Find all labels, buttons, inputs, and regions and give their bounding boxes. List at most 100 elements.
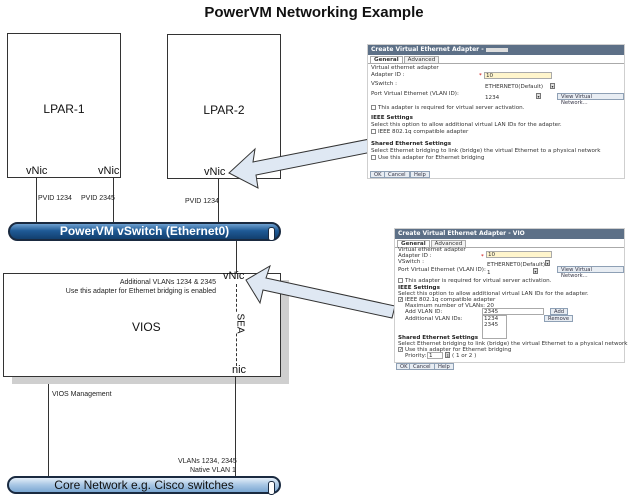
vios-management-link	[48, 384, 49, 477]
required-mark: *	[479, 73, 482, 79]
cancel-button[interactable]: Cancel	[409, 363, 435, 370]
shared-desc: Select Ethernet bridging to link (bridge…	[398, 341, 628, 347]
priority-range: ( 1 or 2 )	[452, 353, 477, 359]
vswitch-to-vios-link	[236, 241, 237, 273]
port-vlan-dropdown-icon[interactable]: ▾	[536, 93, 541, 99]
vswitch-dropdown-icon[interactable]: ▾	[545, 260, 550, 266]
vlan-list-item[interactable]: 1234	[484, 316, 499, 322]
bridge-checkbox-label: Use this adapter for Ethernet bridging	[378, 155, 485, 161]
vswitch-pipe: PowerVM vSwitch (Ethernet0)	[8, 222, 281, 241]
vios-label: VIOS	[132, 320, 161, 334]
vswitch-dropdown-icon[interactable]: ▾	[550, 83, 555, 89]
port-vlan-label: Port Virtual Ethernet (VLAN ID):	[371, 91, 459, 97]
lpar-1-vnic-2: vNic	[98, 165, 120, 177]
core-network-label: Core Network e.g. Cisco switches	[54, 478, 234, 492]
help-button[interactable]: Help	[410, 171, 430, 178]
adapter-id-label: Adapter ID :	[371, 72, 405, 78]
checkbox-icon[interactable]	[371, 105, 376, 110]
priority-spinner-icon[interactable]: ⇕	[445, 352, 450, 358]
vios-nic: nic	[232, 364, 247, 376]
priority-label: Priority:	[405, 353, 427, 359]
tab-advanced[interactable]: Advanced	[403, 56, 440, 63]
core-network-pipe: Core Network e.g. Cisco switches	[7, 476, 281, 495]
ieee-desc: Select this option to allow additional v…	[371, 122, 562, 128]
lpar-1-link-1	[36, 178, 37, 222]
tab-advanced[interactable]: Advanced	[430, 240, 467, 247]
required-mark: *	[481, 254, 484, 260]
vswitch-select[interactable]: ETHERNET0(Default)	[485, 84, 544, 90]
view-virtual-network-button[interactable]: View Virtual Network...	[557, 266, 624, 279]
core-native-vlan-label: Native VLAN 1	[190, 467, 236, 474]
lpar-1-pvid-1: PVID 1234	[38, 195, 72, 202]
vswitch-select[interactable]: ETHERNET0(Default)	[487, 262, 546, 268]
adapter-id-input[interactable]: 10	[484, 72, 552, 79]
adapter-id-input[interactable]: 10	[486, 251, 552, 258]
adapter-id-label: Adapter ID :	[398, 253, 432, 259]
add-vlan-input[interactable]: 2345	[482, 308, 544, 315]
vswitch-label: VSwitch :	[398, 259, 424, 265]
additional-vlans-listbox[interactable]: 1234 2345	[482, 315, 507, 339]
view-virtual-network-button[interactable]: View Virtual Network...	[557, 93, 624, 106]
help-button[interactable]: Help	[434, 363, 454, 370]
lpar-2-pvid: PVID 1234	[185, 198, 219, 205]
shared-heading: Shared Ethernet Settings	[398, 335, 479, 341]
ieee-checkbox-row[interactable]: ✓IEEE 802.1q compatible adapter	[398, 297, 495, 303]
section-label: Virtual ethernet adapter	[371, 65, 439, 71]
bridge-checkbox-row[interactable]: Use this adapter for Ethernet bridging	[371, 155, 484, 161]
ieee-desc: Select this option to allow additional v…	[398, 291, 589, 297]
checkbox-checked-icon[interactable]: ✓	[398, 297, 404, 303]
max-vlans-label: Maximum number of VLANs:	[405, 303, 486, 309]
required-checkbox-label: This adapter is required for virtual ser…	[405, 278, 552, 284]
port-vlan-label: Port Virtual Ethernet (VLAN ID):	[398, 267, 486, 273]
cancel-button[interactable]: Cancel	[384, 171, 410, 178]
dialog-title: Create Virtual Ethernet Adapter -	[371, 46, 484, 53]
tab-general[interactable]: General	[370, 56, 403, 63]
checkbox-icon[interactable]	[398, 278, 403, 283]
ieee-checkbox-label: IEEE 802.1q compatible adapter	[405, 297, 496, 303]
create-adapter-dialog-vios: Create Virtual Ethernet Adapter - VIO Ge…	[394, 228, 628, 363]
vswitch-label: PowerVM vSwitch (Ethernet0)	[59, 224, 230, 238]
diagram-title: PowerVM Networking Example	[204, 4, 424, 21]
max-vlans-value: 20	[486, 303, 494, 309]
lpar-1-label: LPAR-1	[43, 102, 85, 116]
port-vlan-select[interactable]: 1	[487, 270, 491, 276]
add-button[interactable]: Add	[550, 308, 569, 315]
tab-general[interactable]: General	[397, 240, 430, 247]
section-label: Virtual ethernet adapter	[398, 247, 466, 253]
lpar-2-label: LPAR-2	[203, 103, 245, 117]
vlan-list-item[interactable]: 2345	[484, 322, 499, 328]
ieee-checkbox-row[interactable]: IEEE 802.1q compatible adapter	[371, 129, 468, 135]
lpar-1-box: LPAR-1 vNic vNic	[7, 33, 121, 178]
remove-button[interactable]: Remove	[544, 315, 574, 322]
lpar-1-pvid-2: PVID 2345	[81, 195, 115, 202]
vios-note-2: Use this adapter for Ethernet bridging i…	[65, 288, 216, 295]
shared-desc: Select Ethernet bridging to link (bridge…	[371, 148, 601, 154]
checkbox-checked-icon[interactable]: ✓	[398, 347, 404, 353]
required-checkbox-label: This adapter is required for virtual ser…	[378, 105, 525, 111]
checkbox-icon[interactable]	[371, 129, 376, 134]
additional-vlans-label: Additional VLAN IDs:	[405, 316, 463, 322]
priority-input[interactable]: 1	[427, 352, 443, 359]
core-vlans-label: VLANs 1234, 2345	[178, 458, 237, 465]
shared-heading: Shared Ethernet Settings	[371, 141, 452, 147]
ieee-heading: IEEE Settings	[371, 115, 413, 121]
bridge-checkbox-label: Use this adapter for Ethernet bridging	[405, 347, 512, 353]
max-vlans-row: Maximum number of VLANs: 20	[405, 303, 494, 309]
create-adapter-dialog-lpar: Create Virtual Ethernet Adapter - Genera…	[367, 44, 625, 179]
required-checkbox-row[interactable]: This adapter is required for virtual ser…	[398, 278, 551, 284]
lpar-2-vnic: vNic	[204, 166, 226, 178]
lpar-2-link	[218, 179, 219, 222]
arrow-to-vios-vnic	[245, 264, 396, 319]
lpar-2-box: LPAR-2 vNic	[167, 34, 281, 179]
pipe-end-cap	[268, 227, 275, 241]
redacted-name	[485, 47, 508, 52]
lpar-1-vnic-1: vNic	[26, 165, 48, 177]
required-checkbox-row[interactable]: This adapter is required for virtual ser…	[371, 105, 524, 111]
vios-sea-uplink	[235, 377, 236, 477]
bridge-checkbox-row[interactable]: ✓Use this adapter for Ethernet bridging	[398, 347, 511, 353]
checkbox-icon[interactable]	[371, 155, 376, 160]
vios-box: Additional VLANs 1234 & 2345 Use this ad…	[3, 270, 281, 377]
port-vlan-select[interactable]: 1234	[485, 95, 500, 101]
port-vlan-dropdown-icon[interactable]: ▾	[533, 268, 538, 274]
vios-management-label: VIOS Management	[52, 391, 112, 398]
